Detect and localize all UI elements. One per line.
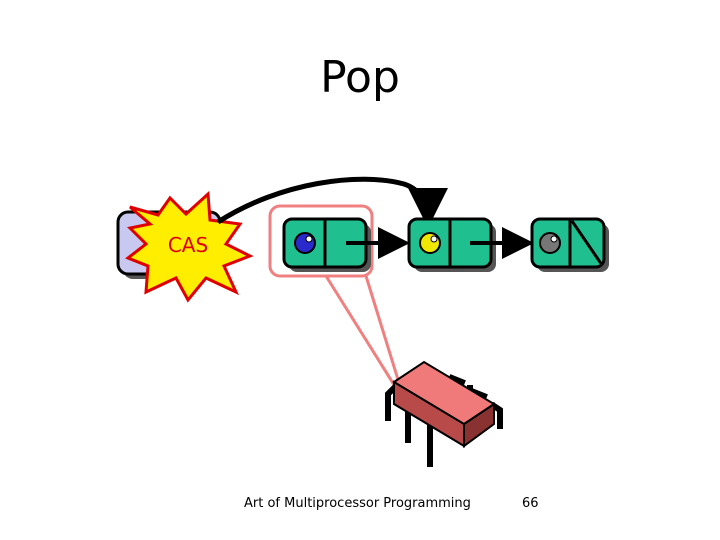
- cas-burst: CAS: [125, 190, 254, 303]
- node-3-value: [539, 232, 561, 254]
- node-3: [530, 217, 609, 272]
- node-2-value: [419, 232, 441, 254]
- cas-arrow: [216, 176, 448, 228]
- node-1-value: [294, 232, 316, 254]
- footer-text: Art of Multiprocessor Programming: [244, 496, 471, 511]
- thread-pointer-lines: [324, 275, 402, 389]
- null-pointer-slash: [570, 220, 604, 266]
- node-2: [407, 217, 496, 272]
- slide-title: Pop: [320, 52, 400, 103]
- cas-label: CAS: [168, 233, 208, 257]
- page-number: 66: [522, 496, 539, 511]
- cas-burst-shape: [125, 190, 254, 303]
- thread-chip-icon: [385, 360, 503, 467]
- node-1: [282, 217, 371, 272]
